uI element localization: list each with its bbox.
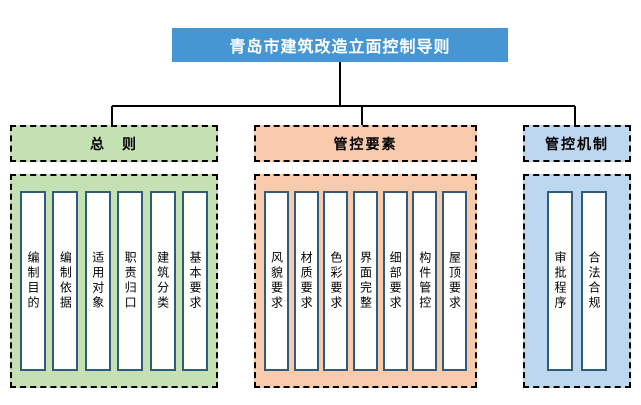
- item-box: 细部要求: [382, 191, 408, 371]
- item-label: 基本要求: [187, 251, 202, 311]
- item-box: 职责归口: [117, 191, 144, 371]
- item-box: 合法合规: [581, 191, 607, 371]
- item-box: 适用对象: [84, 191, 111, 371]
- item-box: 色彩要求: [323, 191, 349, 371]
- section-panel-general: 编制目的 编制依据 适用对象 职责归口 建筑分类 基本要求: [10, 174, 218, 388]
- item-label: 界面完整: [358, 251, 373, 311]
- item-box: 风貌要求: [264, 191, 289, 371]
- item-label: 合法合规: [587, 251, 601, 311]
- item-label: 色彩要求: [328, 251, 343, 311]
- item-label: 建筑分类: [155, 251, 170, 311]
- item-box: 构件管控: [412, 191, 438, 371]
- section-header-general-label: 总 则: [90, 135, 138, 152]
- item-label: 审批程序: [553, 251, 567, 311]
- diagram-title: 青岛市建筑改造立面控制导则: [229, 39, 451, 56]
- item-label: 职责归口: [123, 251, 138, 311]
- section-panel-elements: 风貌要求 材质要求 色彩要求 界面完整 细部要求 构件管控 屋顶要求: [254, 174, 477, 388]
- section-panel-mechanism: 审批程序 合法合规: [523, 174, 631, 388]
- item-box: 界面完整: [352, 191, 378, 371]
- item-label: 构件管控: [417, 251, 432, 311]
- tree-connector-path: [111, 62, 576, 125]
- item-box: 材质要求: [293, 191, 319, 371]
- item-box: 建筑分类: [149, 191, 176, 371]
- item-box: 编制目的: [20, 191, 46, 371]
- item-label: 编制目的: [26, 251, 40, 311]
- section-header-mechanism-label: 管控机制: [545, 135, 609, 152]
- section-header-mechanism: 管控机制: [523, 125, 631, 162]
- item-label: 风貌要求: [269, 251, 284, 311]
- item-label: 细部要求: [388, 251, 403, 311]
- item-label: 适用对象: [90, 251, 105, 311]
- item-label: 材质要求: [299, 251, 314, 311]
- item-box: 屋顶要求: [441, 191, 467, 371]
- section-header-elements: 管控要素: [254, 125, 477, 162]
- item-label: 编制依据: [58, 251, 73, 311]
- item-box: 编制依据: [52, 191, 79, 371]
- section-header-general: 总 则: [10, 125, 218, 162]
- diagram-title-box: 青岛市建筑改造立面控制导则: [172, 28, 508, 62]
- section-header-elements-label: 管控要素: [333, 135, 398, 152]
- item-box: 审批程序: [547, 191, 573, 371]
- item-label: 屋顶要求: [447, 251, 462, 311]
- item-box: 基本要求: [181, 191, 208, 371]
